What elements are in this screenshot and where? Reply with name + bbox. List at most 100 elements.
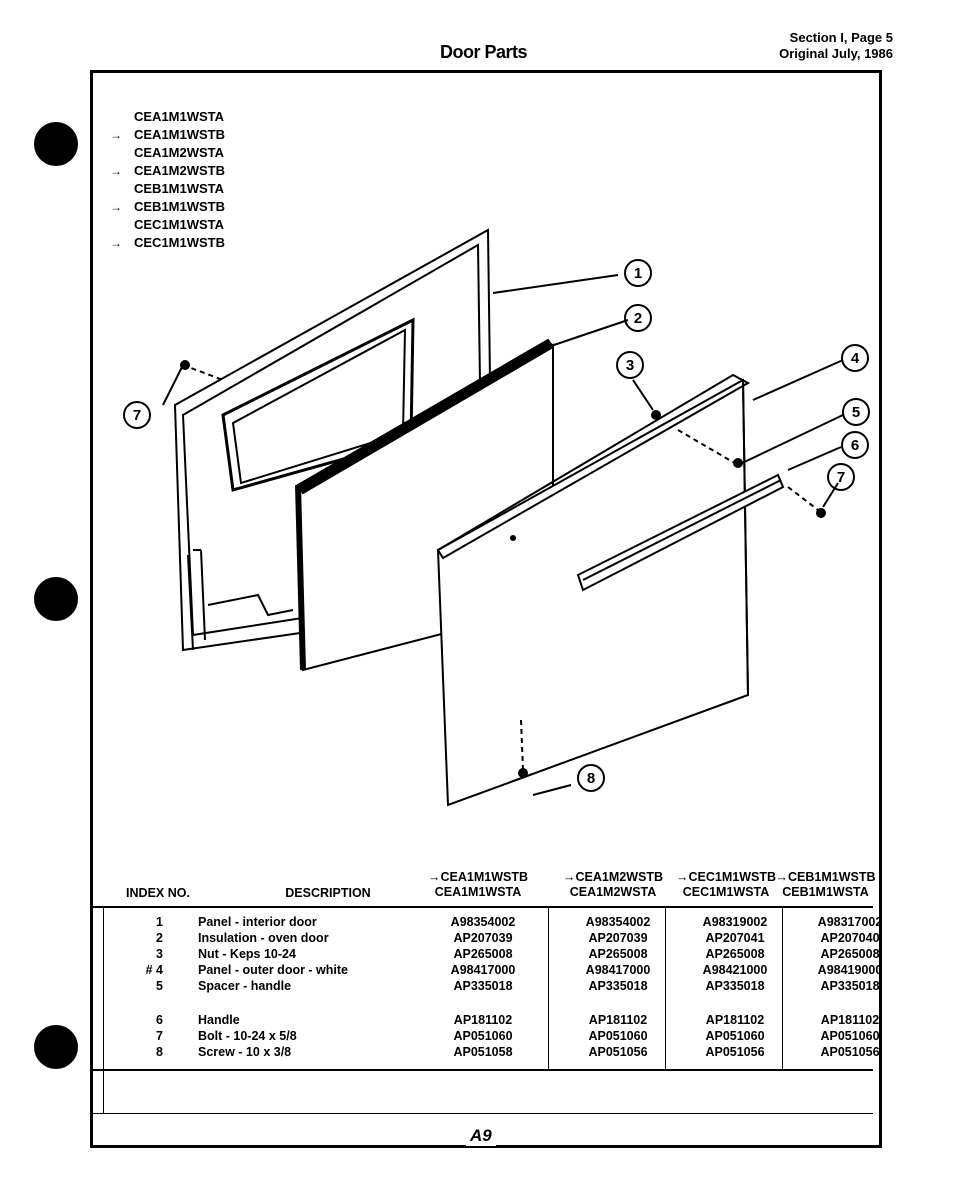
- table-col-divider-3: [665, 906, 666, 1071]
- table-cell-c4: AP051056: [820, 1045, 880, 1059]
- binder-hole-bottom: [34, 1025, 78, 1069]
- table-cell-c4: AP051060: [820, 1029, 880, 1043]
- header-index: INDEX NO.: [126, 886, 190, 900]
- table-cell-desc: Panel - outer door - white: [198, 963, 349, 977]
- callout-7-right: 7: [837, 469, 845, 486]
- table-cell-index: 5: [156, 979, 163, 993]
- table-top-rule: [93, 906, 873, 908]
- callout-7-left: 7: [133, 407, 141, 424]
- arrow-icon: →: [110, 164, 122, 178]
- model-list-item: → CEB1M1WSTB: [110, 198, 225, 216]
- binder-hole-top: [34, 122, 78, 166]
- model-label: CEA1M2WSTA: [134, 145, 225, 160]
- table-cell-c2: AP181102: [588, 1013, 648, 1027]
- table-col-divider-1: [103, 906, 104, 1113]
- model-list-item: CEA1M2WSTA: [110, 144, 225, 162]
- page-frame: [90, 70, 882, 1148]
- table-col-divider-4: [782, 906, 783, 1071]
- table-cell-c2: A98354002: [585, 915, 651, 929]
- table-cell-desc: Handle: [198, 1013, 240, 1027]
- header-col2: →CEA1M2WSTB CEA1M2WSTA: [548, 870, 678, 900]
- arrow-icon: →: [110, 128, 122, 142]
- table-cell-c1: AP051060: [453, 1029, 513, 1043]
- callout-2: 2: [634, 310, 642, 327]
- table-cell-c3: AP335018: [705, 979, 765, 993]
- table-cell-c4: AP181102: [820, 1013, 880, 1027]
- model-label: CEA1M2WSTB: [134, 163, 226, 178]
- table-cell-desc: Screw - 10 x 3/8: [198, 1045, 292, 1059]
- header-col3: →CEC1M1WSTB CEC1M1WSTA: [661, 870, 791, 900]
- table-cell-desc: Nut - Keps 10-24: [198, 947, 296, 961]
- model-list-item: CEB1M1WSTA: [110, 180, 225, 198]
- model-label: CEC1M1WSTA: [134, 217, 225, 232]
- model-list-item: →CEC1M1WSTB: [110, 234, 225, 252]
- table-cell-index: 6: [156, 1013, 163, 1027]
- table-cell-c1: AP207039: [453, 931, 513, 945]
- table-cell-c2: AP207039: [588, 931, 648, 945]
- callout-5: 5: [852, 404, 860, 421]
- callout-6: 6: [851, 437, 859, 454]
- table-cell-c3: AP051056: [705, 1045, 765, 1059]
- table-cell-c4: A98419000: [817, 963, 883, 977]
- arrow-icon: →: [110, 236, 122, 250]
- page-number: A9: [466, 1126, 496, 1146]
- table-cell-c2: AP335018: [588, 979, 648, 993]
- model-label: CEA1M1WSTB: [134, 127, 226, 142]
- table-bottom-rule: [93, 1069, 873, 1071]
- table-cell-c1: A98354002: [450, 915, 516, 929]
- model-list-item: → CEA1M1WSTB: [110, 126, 225, 144]
- handle-bar: [576, 473, 785, 592]
- model-label: CEB1M1WSTB: [134, 199, 226, 214]
- table-cell-desc: Insulation - oven door: [198, 931, 329, 945]
- table-cell-c3: A98421000: [702, 963, 768, 977]
- header-description: DESCRIPTION: [285, 886, 371, 900]
- table-cell-c1: AP265008: [453, 947, 513, 961]
- table-cell-c3: AP051060: [705, 1029, 765, 1043]
- table-footer-rule: [93, 1113, 873, 1114]
- table-cell-c4: AP207040: [820, 931, 880, 945]
- model-label: CEA1M1WSTA: [134, 109, 225, 124]
- table-cell-c4: AP335018: [820, 979, 880, 993]
- table-cell-c2: AP051060: [588, 1029, 648, 1043]
- parts-table-header: INDEX NO. DESCRIPTION →CEA1M1WSTB CEA1M1…: [93, 867, 875, 905]
- table-cell-index: 2: [156, 931, 163, 945]
- table-cell-c3: AP181102: [705, 1013, 765, 1027]
- header-col3-line1: →CEC1M1WSTB: [675, 870, 776, 884]
- table-cell-c3: AP265008: [705, 947, 765, 961]
- table-cell-index: 3: [156, 947, 163, 961]
- table-cell-index: # 4: [145, 963, 163, 977]
- table-cell-c2: AP265008: [588, 947, 648, 961]
- header-col1-line2: CEA1M1WSTA: [434, 885, 522, 899]
- header-col1-line1: →CEA1M1WSTB: [427, 870, 528, 884]
- arrow-icon: →: [110, 200, 122, 214]
- table-cell-c4: AP265008: [820, 947, 880, 961]
- exploded-door-diagram: 1 2 3 4 5 6 7 7 8: [123, 228, 870, 807]
- table-cell-index: 8: [156, 1045, 163, 1059]
- header-col4-line1: →CEB1M1WSTB: [775, 870, 876, 884]
- table-col-divider-2: [548, 906, 549, 1071]
- callout-8: 8: [587, 770, 595, 787]
- model-list-item: CEA1M1WSTA: [110, 108, 225, 126]
- table-cell-desc: Bolt - 10-24 x 5/8: [198, 1029, 297, 1043]
- page-title: Door Parts: [440, 42, 528, 62]
- model-list-item: CEC1M1WSTA: [110, 216, 225, 234]
- table-cell-c3: A98319002: [702, 915, 768, 929]
- table-cell-index: 1: [156, 915, 163, 929]
- table-cell-c2: A98417000: [585, 963, 651, 977]
- table-cell-c1: AP335018: [453, 979, 513, 993]
- table-cell-index: 7: [156, 1029, 163, 1043]
- callout-4: 4: [851, 350, 860, 367]
- header-col3-line2: CEC1M1WSTA: [682, 885, 770, 899]
- model-label: CEB1M1WSTA: [134, 181, 225, 196]
- table-cell-c1: A98417000: [450, 963, 516, 977]
- original-date: Original July, 1986: [779, 46, 893, 61]
- table-cell-c1: AP181102: [453, 1013, 513, 1027]
- table-cell-desc: Panel - interior door: [198, 915, 317, 929]
- model-list-item: → CEA1M2WSTB: [110, 162, 225, 180]
- header-col1: →CEA1M1WSTB CEA1M1WSTA: [413, 870, 543, 900]
- table-cell-c4: A98317002: [817, 915, 883, 929]
- model-list: CEA1M1WSTA → CEA1M1WSTB CEA1M2WSTA → CEA1M2WS…: [110, 108, 225, 252]
- header-col4: →CEB1M1WSTB CEB1M1WSTA: [773, 870, 878, 900]
- header-col2-line1: →CEA1M2WSTB: [562, 870, 663, 884]
- table-cell-c3: AP207041: [705, 931, 765, 945]
